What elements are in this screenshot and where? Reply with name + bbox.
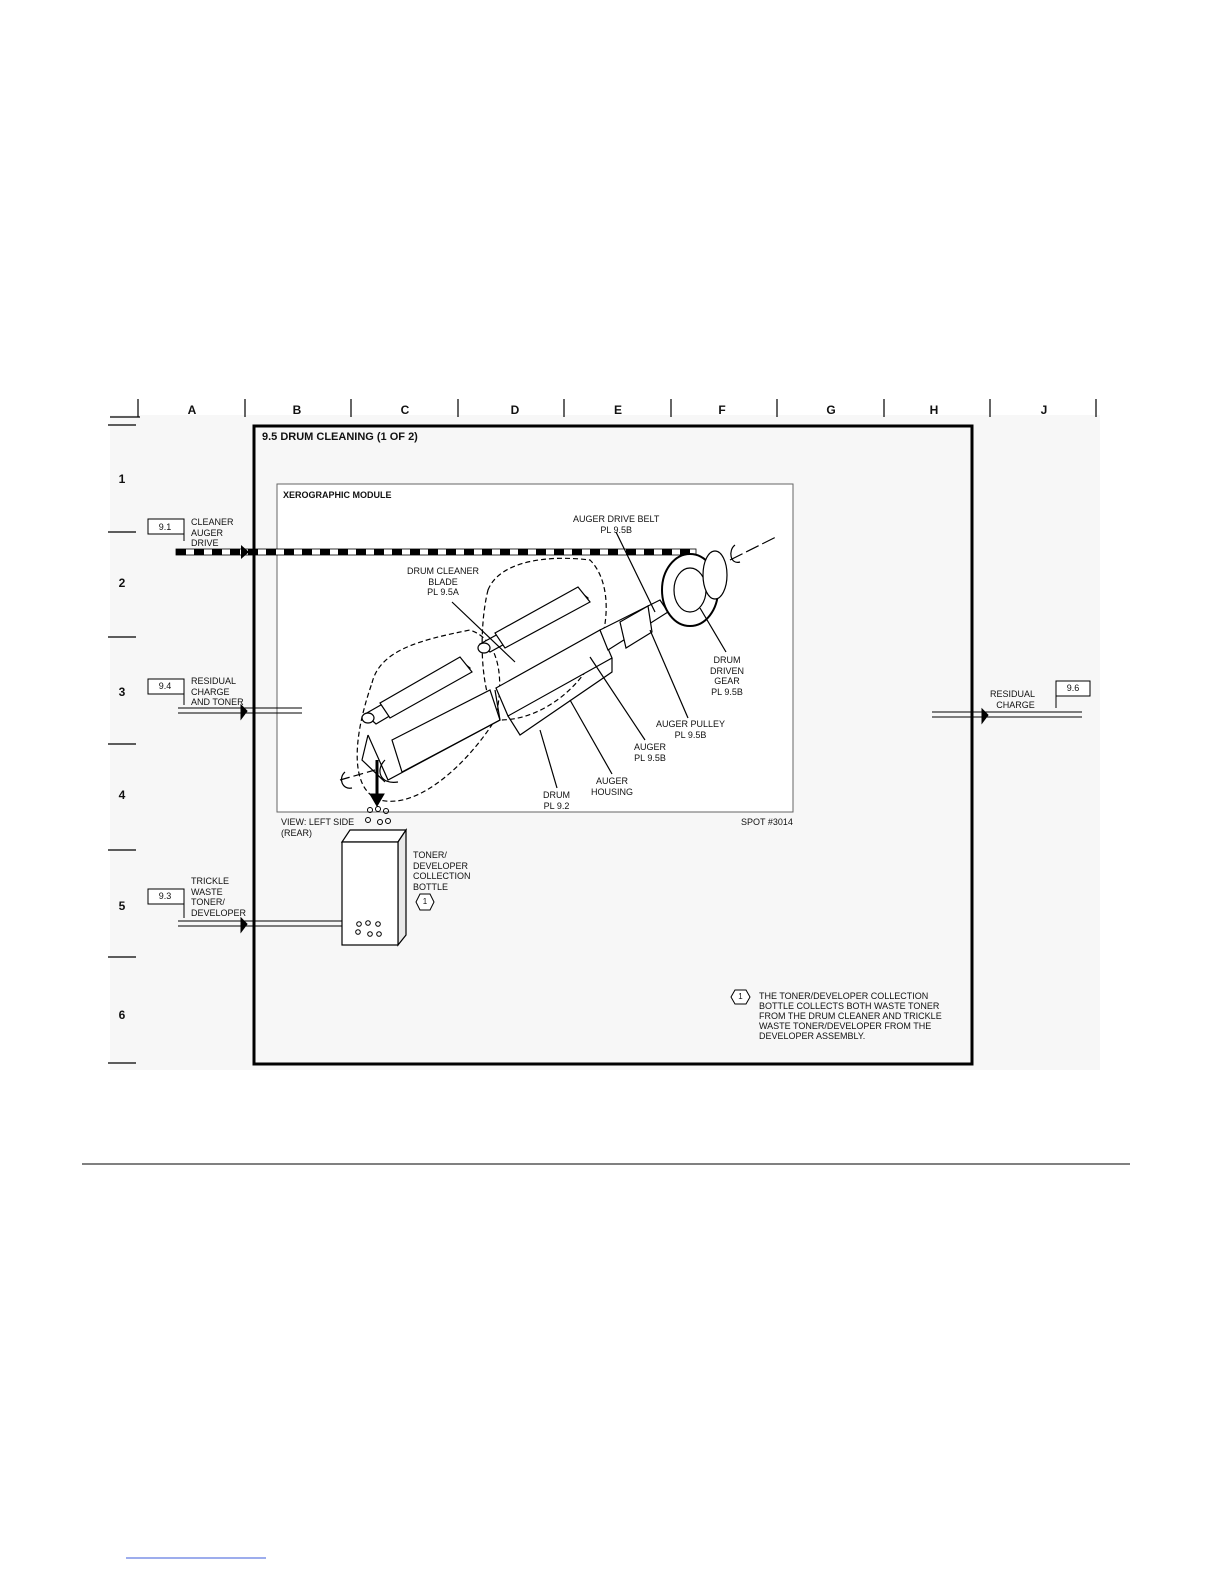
callout-auger-pulley: AUGER PULLEY PL 9.5B	[656, 719, 726, 740]
footnote-text: THE TONER/DEVELOPER COLLECTION BOTTLE CO…	[759, 991, 942, 1041]
cleaner-auger-drive-line	[147, 518, 697, 559]
ref-9-6[interactable]: 9.6	[1066, 683, 1080, 693]
waste-drop-arrow	[369, 760, 385, 807]
callout-drum: DRUM PL 9.2	[543, 790, 570, 811]
collection-bottle	[340, 828, 408, 947]
column-label-f: F	[718, 403, 726, 417]
column-label-e: E	[613, 403, 622, 417]
residual-charge-out-line	[932, 680, 1091, 725]
view-label: VIEW: LEFT SIDE (REAR)	[281, 817, 355, 838]
callout-auger: AUGER PL 9.5B	[634, 742, 667, 763]
main-frame	[252, 424, 974, 1066]
footnote-number: 1	[738, 992, 743, 1001]
cleaner-auger-drive-label: CLEANER AUGER DRIVE	[191, 517, 234, 548]
residual-charge-in-line	[147, 678, 302, 721]
callout-auger-housing: AUGER HOUSING	[591, 776, 634, 797]
column-ruler	[110, 399, 1097, 418]
ref-9-4[interactable]: 9.4	[158, 681, 172, 691]
column-label-j: J	[1040, 403, 1048, 417]
row-label-2: 2	[118, 576, 126, 590]
diagram-title: 9.5 DRUM CLEANING (1 OF 2)	[262, 431, 418, 443]
row-label-1: 1	[118, 472, 126, 486]
spot-label: SPOT #3014	[741, 817, 793, 827]
callout-drum-cleaner-blade: DRUM CLEANER BLADE PL 9.5A	[407, 566, 480, 597]
row-ruler	[108, 424, 136, 1064]
module-title: XEROGRAPHIC MODULE	[283, 490, 392, 500]
column-label-b: B	[292, 403, 302, 417]
row-label-4: 4	[118, 788, 126, 802]
column-label-d: D	[510, 403, 520, 417]
module-box	[276, 483, 794, 813]
drum-assembly-illustration	[339, 531, 779, 802]
footnote-marker	[730, 989, 751, 1005]
column-label-c: C	[400, 403, 410, 417]
callout-drum-driven-gear: DRUM DRIVEN GEAR PL 9.5B	[710, 655, 745, 697]
callout-collection-bottle: TONER/ DEVELOPER COLLECTION BOTTLE	[413, 850, 471, 892]
column-label-g: G	[826, 403, 836, 417]
row-label-5: 5	[118, 899, 126, 913]
ref-9-1[interactable]: 9.1	[158, 522, 172, 532]
callout-auger-drive-belt: AUGER DRIVE BELT PL 9.5B	[573, 514, 660, 535]
ref-9-3[interactable]: 9.3	[158, 891, 172, 901]
row-label-3: 3	[118, 685, 126, 699]
bottle-note-marker	[415, 893, 435, 911]
residual-charge-and-toner-label: RESIDUAL CHARGE AND TONER	[191, 676, 244, 707]
column-label-h: H	[929, 403, 939, 417]
column-label-a: A	[187, 403, 197, 417]
residual-charge-out-label: RESIDUAL CHARGE	[990, 689, 1036, 710]
toner-particles	[365, 806, 391, 825]
bottle-note-number: 1	[422, 897, 428, 906]
trickle-waste-label: TRICKLE WASTE TONER/ DEVELOPER	[191, 876, 247, 918]
row-label-6: 6	[118, 1008, 126, 1022]
trickle-waste-line	[147, 888, 345, 934]
